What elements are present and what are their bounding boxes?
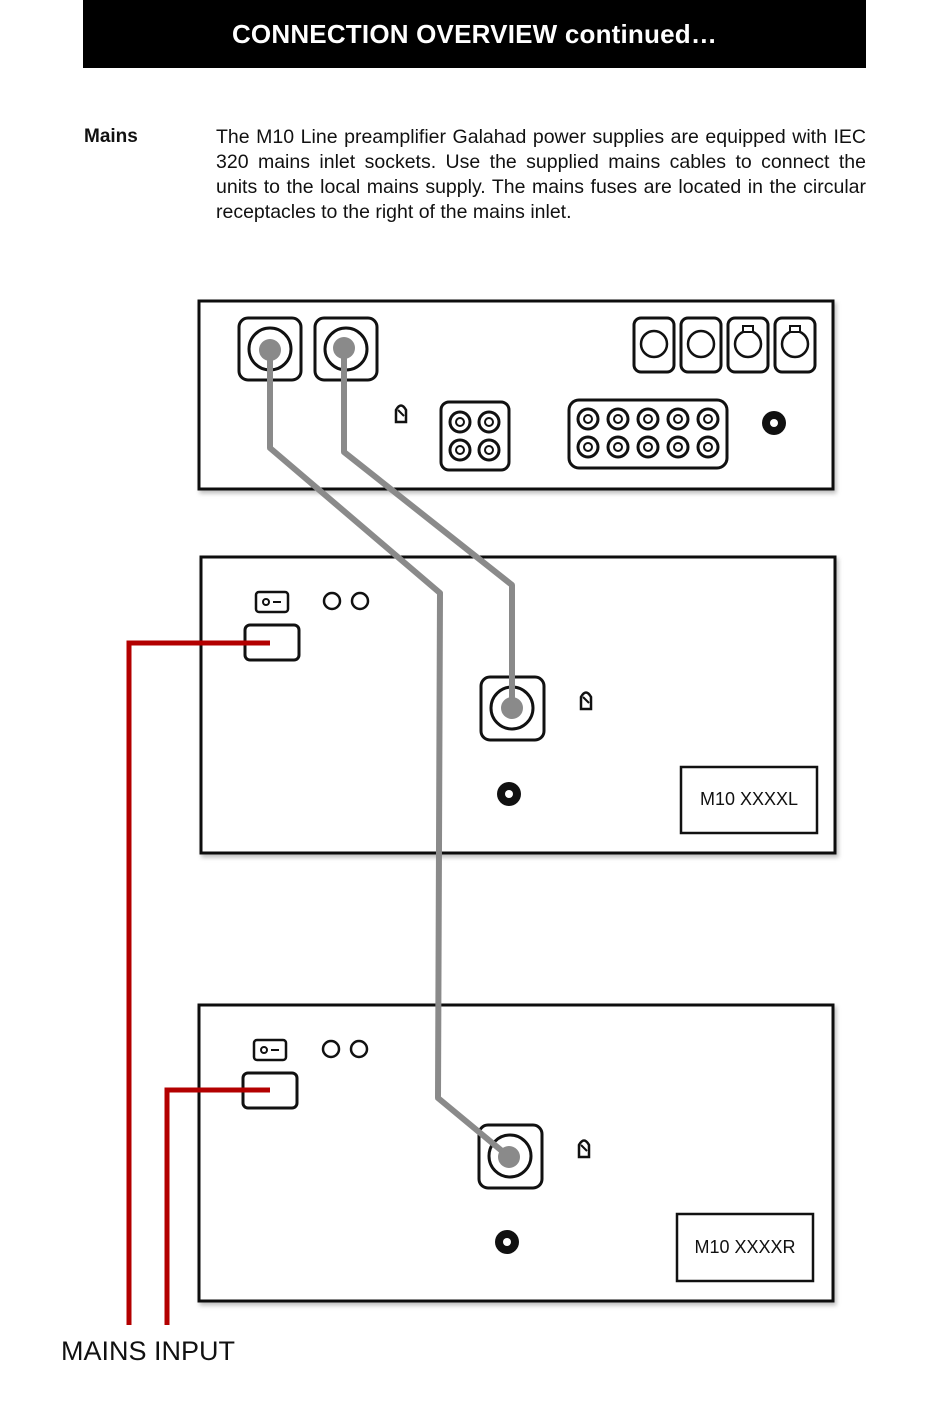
fuse-holder-icon [321, 1039, 341, 1059]
mains-cable-left-psu [126, 640, 270, 1325]
preamplifier-unit [197, 299, 835, 491]
binding-post-icon [762, 411, 786, 435]
fuse-holder-icon [350, 591, 370, 611]
xlr-connector-3 [726, 316, 770, 374]
fuse-holder-icon [322, 591, 342, 611]
mains-cables [126, 640, 270, 1325]
model-label-left: M10 XXXXL [700, 789, 798, 809]
xlr-connector-4 [773, 316, 817, 374]
rca-block-small [439, 400, 511, 472]
ground-terminal-icon [394, 404, 408, 424]
section-label: Mains [84, 126, 138, 147]
model-label-right: M10 XXXXR [694, 1237, 795, 1257]
ground-terminal-icon [579, 691, 593, 711]
section-description: The M10 Line preamplifier Galahad power … [216, 126, 866, 223]
dc-cable-to-right-psu [267, 346, 511, 1159]
cable-plugs [259, 337, 523, 1168]
power-supply-right-unit: M10 XXXXR [197, 1003, 835, 1303]
mains-input-label: MAINS INPUT [61, 1336, 235, 1366]
model-label-box [675, 1212, 815, 1283]
dc-cables [267, 346, 515, 1159]
mains-cable-right-psu [164, 1087, 270, 1325]
xlr-connector-1 [632, 316, 676, 374]
page-header: CONNECTION OVERVIEW continued… [83, 0, 866, 68]
page-title: CONNECTION OVERVIEW continued… [231, 18, 718, 49]
binding-post-icon [497, 782, 521, 806]
power-switch-icon [254, 590, 290, 614]
dc-cable-to-left-psu [341, 346, 515, 710]
xlr-connector-2 [679, 316, 723, 374]
model-label-box [679, 765, 819, 835]
binding-post-icon [495, 1230, 519, 1254]
power-switch-icon [252, 1038, 288, 1062]
ground-terminal-icon [577, 1139, 591, 1159]
fuse-holder-icon [349, 1039, 369, 1059]
rca-block-large [567, 398, 729, 470]
